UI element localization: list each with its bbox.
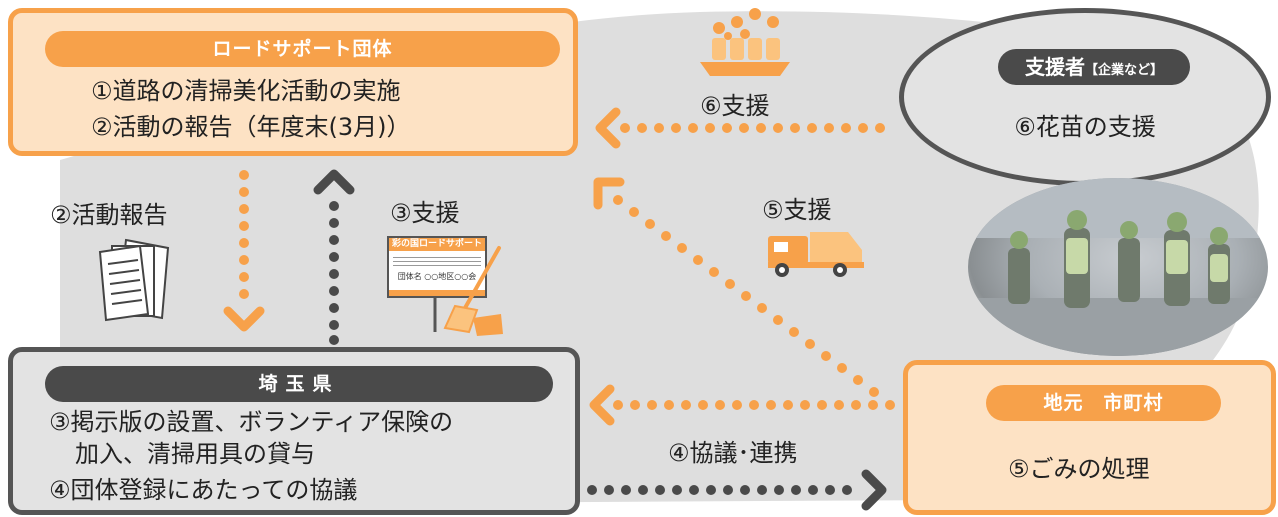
arrow-prefecture-to-municipality [587, 469, 887, 511]
supporter-title-note: 【企業など】 [1084, 63, 1163, 78]
prefecture-role-1-cont: 加入、清掃用具の貸与 [75, 440, 315, 468]
flow-label-support-5: ⑤支援 [762, 196, 832, 224]
prefecture-box: 埼玉県 ③掲示版の設置、ボランティア保険の 加入、清掃用具の貸与 ④団体登録にあ… [8, 347, 580, 515]
prefecture-role-2: ④団体登録にあたっての協議 [49, 476, 358, 504]
prefecture-title: 埼玉県 [45, 366, 553, 402]
flower-tray-icon [700, 8, 790, 76]
sign-board: 彩の国ロードサポート 団体名 ○○地区○○会 [387, 236, 487, 298]
volunteers-illustration [968, 178, 1268, 356]
broom-dustpan-icon [433, 246, 503, 336]
supporter-ellipse: 支援者【企業など】 ⑥花苗の支援 [899, 8, 1271, 186]
municipality-title: 地元 市町村 [986, 385, 1221, 421]
sign-title: 彩の国ロードサポート [389, 238, 485, 251]
garbage-truck-icon [768, 232, 864, 277]
sign-text-lines [393, 254, 481, 268]
arrow-supporter-to-group [595, 107, 885, 149]
arrow-group-to-prefecture [223, 170, 265, 332]
municipality-box: 地元 市町村 ⑤ごみの処理 [903, 360, 1276, 515]
road-support-group-title: ロードサポート団体 [45, 31, 560, 67]
road-group-activity-1: ①道路の清掃美化活動の実施 [91, 77, 401, 105]
flow-label-support-6: ⑥支援 [700, 92, 770, 120]
sign-footer-band [389, 290, 485, 296]
flow-label-consult-4: ④協議･連携 [668, 439, 798, 467]
volunteer-photo [968, 178, 1268, 356]
municipality-role: ⑤ごみの処理 [1008, 455, 1150, 483]
road-group-activity-2: ②活動の報告（年度末(3月)） [91, 113, 411, 141]
arrow-municipality-to-group [593, 177, 879, 397]
supporter-title: 支援者【企業など】 [998, 49, 1190, 85]
arrow-municipality-to-prefecture [589, 384, 895, 426]
arrow-prefecture-to-group [313, 169, 355, 345]
document-stack-icon [98, 238, 170, 322]
supporter-role: ⑥花苗の支援 [1014, 113, 1156, 141]
road-support-group-box: ロードサポート団体 ①道路の清掃美化活動の実施 ②活動の報告（年度末(3月)） [8, 8, 578, 156]
sign-org-name: 団体名 ○○地区○○会 [397, 272, 477, 281]
flow-label-support-3: ③支援 [390, 199, 460, 227]
supporter-title-text: 支援者 [1024, 55, 1085, 79]
flow-label-report-2: ②活動報告 [50, 201, 168, 229]
prefecture-role-1: ③掲示版の設置、ボランティア保険の [49, 408, 454, 436]
sign-board-icon: 彩の国ロードサポート 団体名 ○○地区○○会 [387, 236, 505, 338]
